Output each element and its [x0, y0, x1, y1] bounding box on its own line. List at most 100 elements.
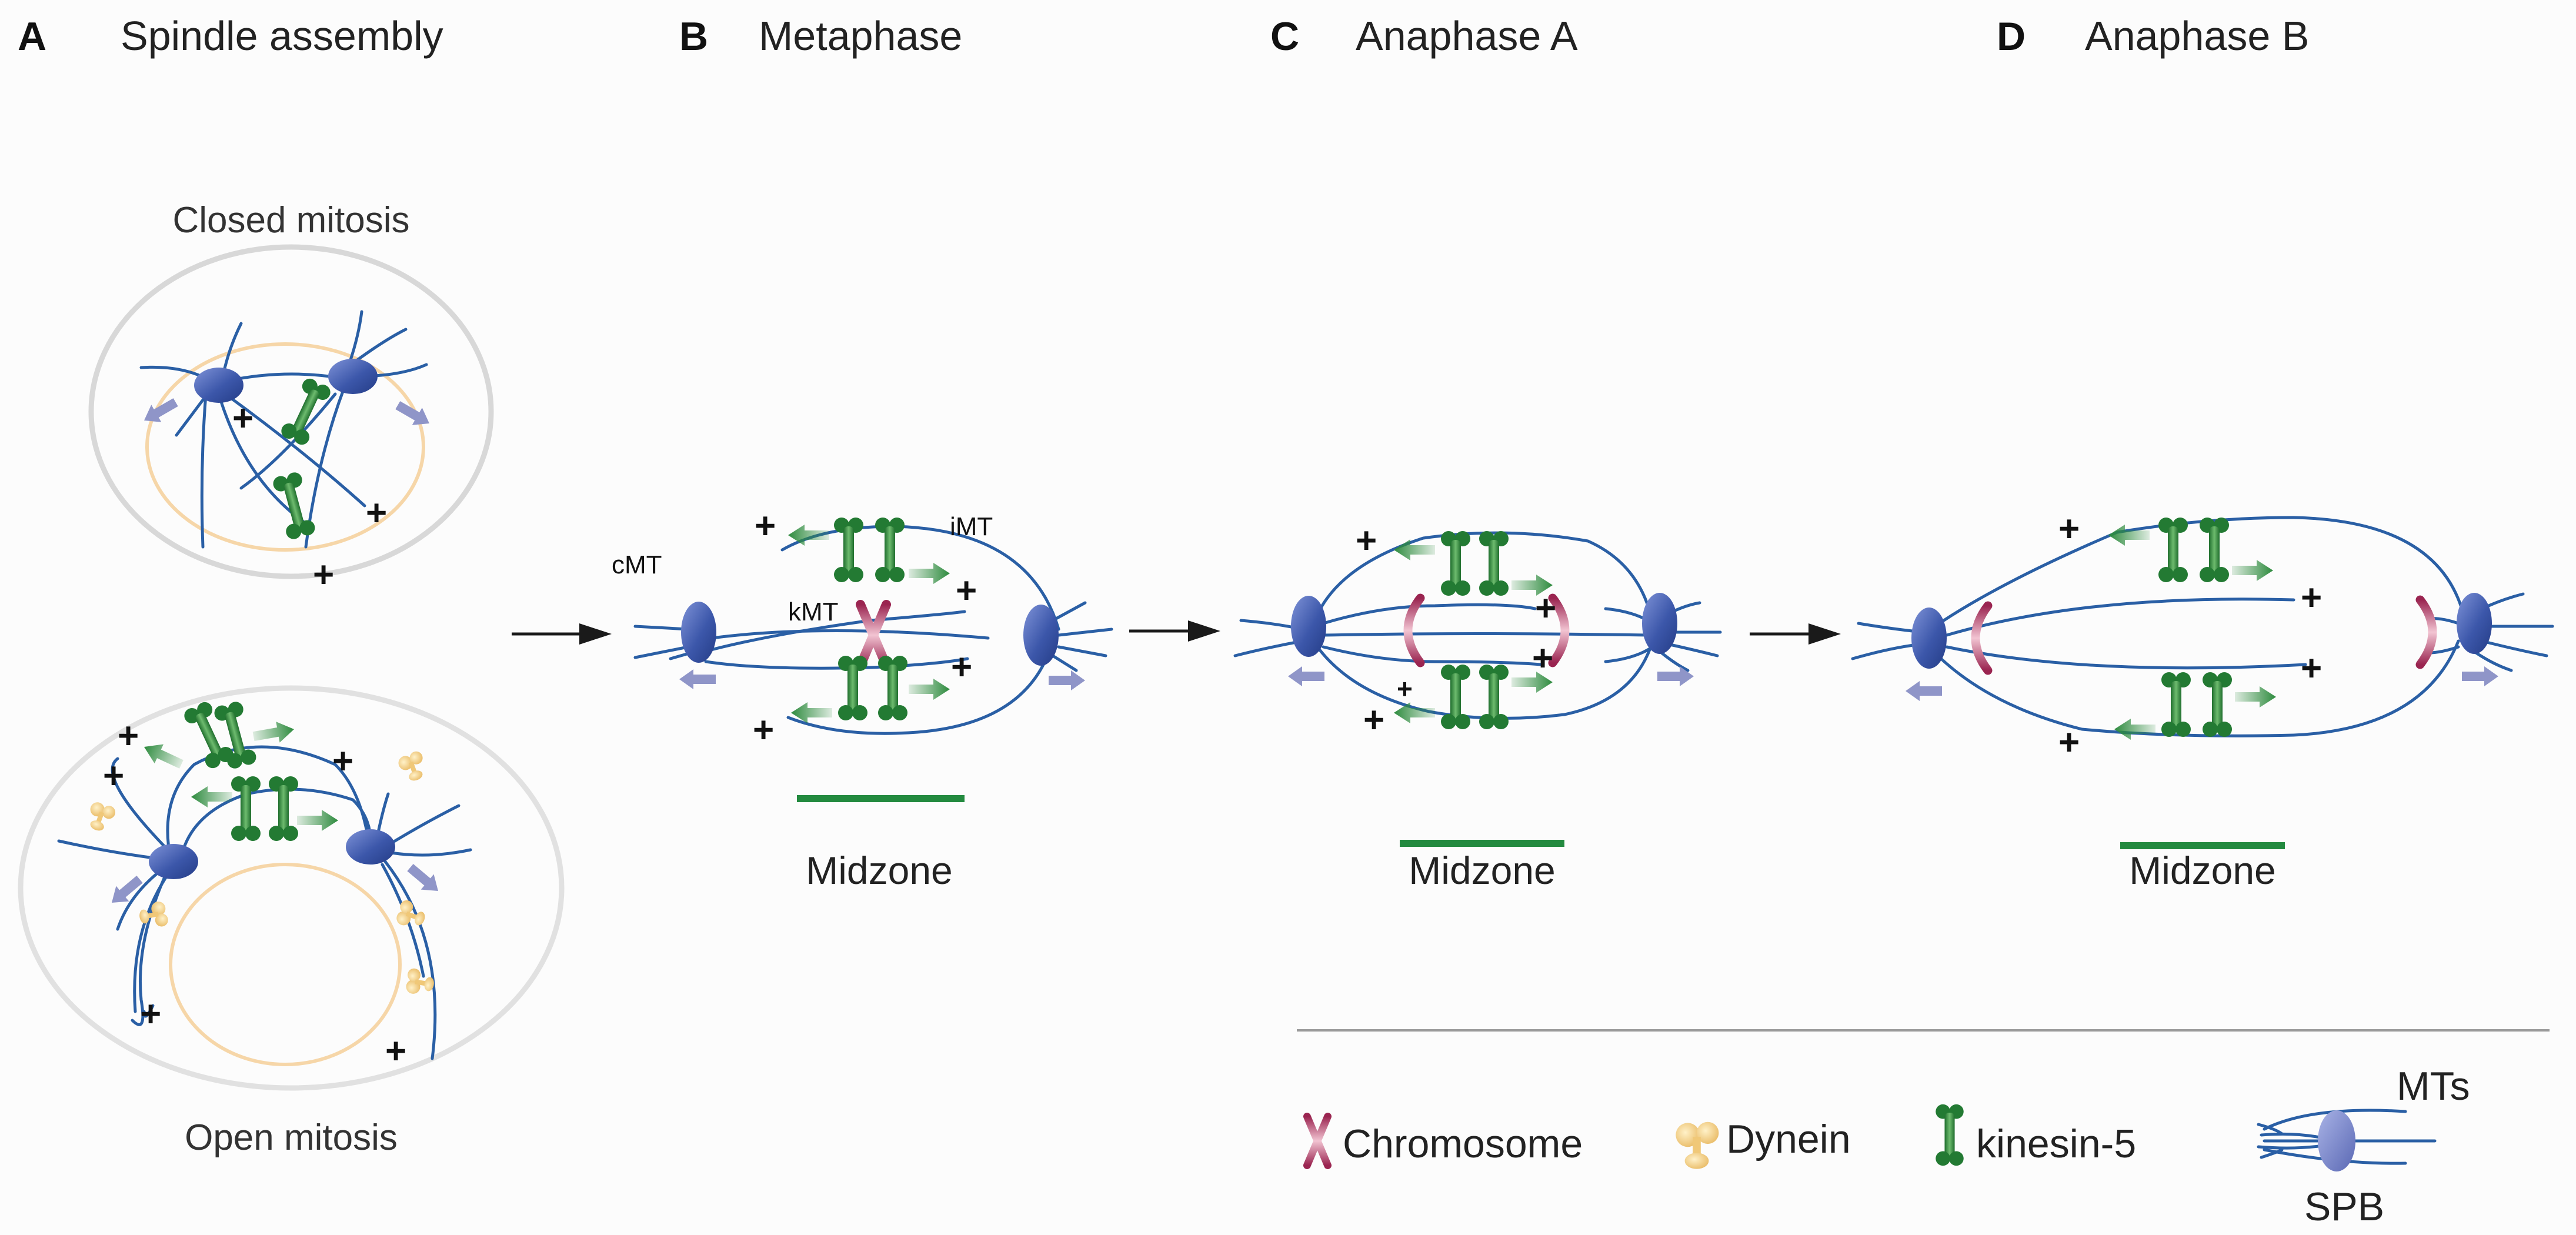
metaphase-push-left — [679, 669, 716, 689]
open-dynein-1 — [84, 799, 118, 835]
anaphase-b-spb-right — [2457, 593, 2492, 654]
metaphase-spindle: cMT kMT iMT + + + + Midzone — [612, 506, 1113, 892]
anaphase-b-arrow-bot-left — [2114, 719, 2155, 740]
legend-spb-icon — [2318, 1110, 2355, 1171]
legend-kinesin-icon — [1936, 1104, 1964, 1166]
arrow-a-to-b — [512, 623, 612, 645]
anaphase-b-microtubules — [1851, 516, 2554, 737]
open-nuclear-envelope — [169, 863, 402, 1066]
legend: Chromosome Dynein kinesin-5 MTs SPB — [1297, 1029, 2550, 1229]
anaphase-b-chromatid-left — [1976, 606, 1988, 670]
panel-b-title: Metaphase — [759, 13, 962, 59]
anaphase-a-plus-4: + — [1397, 673, 1413, 704]
closed-spb-right — [328, 359, 378, 394]
anaphase-a-plus-5: + — [1363, 700, 1384, 740]
anaphase-b-kinesin-top-2 — [2200, 518, 2229, 582]
anaphase-b-plus-2: + — [2301, 578, 2322, 618]
open-spb-right — [346, 829, 395, 864]
anaphase-a-plus-3: + — [1532, 638, 1553, 679]
anaphase-a-kinesin-bot-2 — [1479, 665, 1509, 729]
closed-plus-1: + — [232, 398, 253, 439]
anaphase-b-push-left — [1906, 681, 1942, 701]
open-kinesin-arrow-1l — [139, 737, 186, 774]
open-kinesin-3 — [231, 776, 261, 841]
anaphase-b-midzone-bar — [2120, 842, 2285, 849]
panel-b-header: B Metaphase — [679, 13, 962, 59]
anaphase-b-plus-4: + — [2058, 722, 2080, 763]
anaphase-a-arrow-bot-left — [1394, 702, 1435, 723]
metaphase-midzone-bar — [797, 795, 965, 802]
closed-push-arrow-right — [392, 396, 435, 432]
open-mitosis-cell: + + + + + Open mitosis — [18, 685, 565, 1158]
closed-plus-3: + — [313, 555, 334, 595]
open-kinesin-arrow-2l — [191, 786, 232, 807]
anaphase-b-chromatid-right — [2420, 600, 2432, 665]
transition-arrows — [512, 620, 1841, 645]
open-mitosis-label: Open mitosis — [185, 1117, 398, 1158]
anaphase-b-arrow-bot-right — [2235, 686, 2276, 707]
anaphase-a-spb-right — [1642, 593, 1677, 654]
panel-c-letter: C — [1270, 14, 1299, 59]
open-kinesin-arrow-2r — [297, 810, 338, 831]
legend-mts-label: MTs — [2397, 1064, 2470, 1109]
anaphase-b-kinesin-bot-2 — [2203, 672, 2232, 737]
panel-c-header: C Anaphase A — [1270, 13, 1578, 59]
open-spb-left — [149, 844, 198, 879]
metaphase-plus-2: + — [956, 570, 977, 611]
panel-d-letter: D — [1997, 14, 2026, 59]
open-kinesin-4 — [269, 776, 298, 841]
closed-mitosis-label: Closed mitosis — [172, 200, 409, 241]
closed-mitosis-cell: Closed mitosis + + + — [88, 200, 494, 595]
legend-spb-mts: MTs SPB — [2257, 1064, 2470, 1229]
metaphase-spb-left — [681, 602, 716, 663]
open-plus-3: + — [332, 741, 353, 782]
closed-push-arrow-left — [139, 393, 181, 429]
anaphase-a-plus-2: + — [1535, 588, 1556, 629]
closed-plus-2: + — [366, 493, 387, 533]
anaphase-b-spindle: + + + + Midzone — [1851, 509, 2554, 892]
panel-b-letter: B — [679, 14, 708, 59]
anaphase-a-chromatid-left — [1408, 598, 1420, 663]
anaphase-a-kinesin-top-1 — [1441, 531, 1470, 596]
closed-nuclear-envelope — [145, 342, 425, 552]
anaphase-a-push-left — [1288, 666, 1324, 686]
anaphase-b-push-right — [2462, 666, 2498, 686]
metaphase-arrow-bot-right — [909, 679, 950, 700]
anaphase-b-plus-3: + — [2301, 648, 2322, 689]
anaphase-a-spindle: + + + + + Midzone — [1233, 520, 1722, 892]
metaphase-push-right — [1049, 670, 1085, 690]
legend-dynein-label: Dynein — [1726, 1117, 1851, 1161]
arrow-c-to-d — [1750, 623, 1841, 645]
panel-a-letter: A — [18, 14, 46, 59]
anaphase-b-plus-1: + — [2058, 509, 2080, 549]
open-plus-2: + — [103, 756, 124, 796]
closed-spb-left — [194, 368, 243, 403]
anaphase-b-midzone-label: Midzone — [2129, 849, 2275, 892]
open-kinesin-arrow-1r — [251, 719, 296, 747]
closed-kinesin-upper — [279, 376, 333, 448]
metaphase-plus-4: + — [753, 710, 774, 750]
anaphase-b-kinesin-top-1 — [2158, 518, 2188, 582]
metaphase-arrow-top-right — [909, 563, 950, 584]
anaphase-b-kinesin-bot-1 — [2161, 672, 2191, 737]
anaphase-a-kinesin-top-2 — [1479, 531, 1509, 596]
legend-chromosome: Chromosome — [1307, 1116, 1583, 1166]
metaphase-kinesin-top-1 — [834, 518, 863, 582]
legend-spb-label: SPB — [2304, 1184, 2384, 1229]
legend-dynein-icon — [1676, 1121, 1719, 1169]
panel-c-title: Anaphase A — [1356, 13, 1578, 59]
imt-label: iMT — [950, 512, 993, 541]
kmt-label: kMT — [788, 598, 839, 626]
legend-chromosome-label: Chromosome — [1343, 1121, 1583, 1166]
anaphase-a-kinesin-bot-1 — [1441, 665, 1470, 729]
legend-dynein: Dynein — [1676, 1117, 1851, 1169]
open-cell-membrane — [18, 685, 565, 1091]
anaphase-b-arrow-top-right — [2232, 560, 2273, 581]
anaphase-a-spb-left — [1291, 596, 1326, 657]
metaphase-spb-right — [1023, 605, 1059, 666]
cmt-label: cMT — [612, 550, 662, 579]
anaphase-a-midzone-label: Midzone — [1409, 849, 1555, 892]
open-plus-1: + — [118, 716, 139, 756]
metaphase-plus-1: + — [755, 506, 776, 546]
open-plus-4: + — [140, 994, 161, 1034]
